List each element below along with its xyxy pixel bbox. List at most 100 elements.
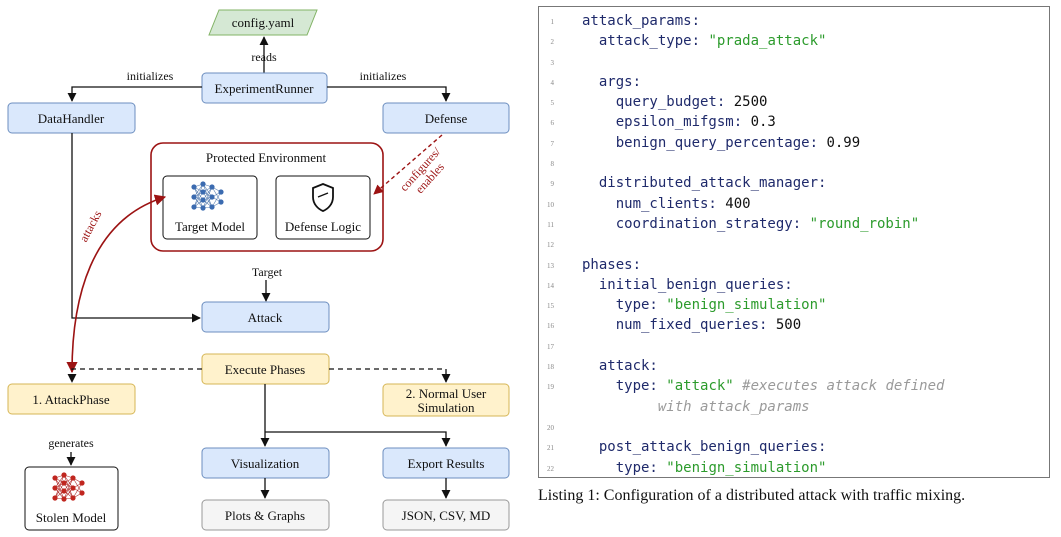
code-token: benign_query_percentage: (582, 134, 827, 151)
line-number: 14 (547, 281, 554, 290)
code-text: phases: (547, 255, 641, 275)
execute-phases-label: Execute Phases (225, 362, 306, 377)
export-results-node: Export Results (382, 447, 510, 479)
visualization-label: Visualization (231, 456, 300, 471)
target-model-node: Target Model (162, 175, 258, 240)
line-number: 12 (547, 241, 554, 250)
code-line: 8 (547, 153, 1043, 173)
code-line: 7 benign_query_percentage: 0.99 (547, 133, 1043, 153)
config-file-node: config.yaml (208, 9, 318, 36)
phases-to-export-arrow (265, 431, 451, 447)
normal-user-label-line1: 2. Normal User (406, 386, 487, 401)
config-file-label: config.yaml (232, 15, 295, 30)
code-token: type: (582, 459, 667, 476)
code-token: "round_robin" (809, 215, 920, 232)
code-token: coordination_strategy: (582, 215, 810, 232)
phase2-dashed-arrow (329, 368, 451, 383)
export-formats-node: JSON, CSV, MD (382, 499, 510, 531)
code-token: attack: (582, 358, 658, 375)
attack-phase-node: 1. AttackPhase (7, 383, 136, 415)
code-token: attack_type: (582, 33, 709, 50)
code-line: 5 query_budget: 2500 (547, 92, 1043, 112)
neural-network-icon (191, 181, 224, 211)
protected-environment-title: Protected Environment (206, 150, 327, 165)
line-number: 21 (547, 444, 554, 453)
line-number: 8 (550, 160, 555, 169)
code-text: coordination_strategy: "round_robin" (547, 214, 919, 234)
line-number: 17 (547, 342, 554, 351)
code-token: num_clients: (582, 195, 726, 212)
line-number: 6 (550, 119, 555, 128)
initializes-right-label: initializes (360, 69, 407, 83)
code-token: type: (582, 297, 667, 314)
experiment-runner-node: ExperimentRunner (201, 72, 328, 104)
code-line: 21 post_attack_benign_queries: (547, 437, 1043, 457)
line-number: 20 (547, 423, 554, 432)
line-number: 16 (547, 322, 554, 331)
code-token: phases: (582, 256, 642, 273)
code-token: "prada_attack" (708, 33, 827, 50)
normal-user-simulation-node: 2. Normal User Simulation (382, 383, 510, 417)
code-line: 22 type: "benign_simulation" (547, 458, 1043, 478)
line-number: 7 (550, 139, 555, 148)
attack-label: Attack (248, 310, 283, 325)
target-label: Target (252, 265, 283, 279)
code-text: distributed_attack_manager: (547, 173, 827, 193)
stolen-model-node: Stolen Model (24, 466, 119, 531)
code-text: attack_params: (547, 11, 700, 31)
code-text: type: "attack" #executes attack defined (547, 376, 945, 396)
data-handler-node: DataHandler (7, 102, 136, 134)
code-text: attack: (547, 356, 658, 376)
export-results-label: Export Results (408, 456, 485, 471)
code-line: with attack_params (547, 397, 1043, 417)
attacks-curve-arrow (66, 194, 167, 374)
code-text: num_clients: 400 (547, 194, 751, 214)
code-line: 12 (547, 234, 1043, 254)
code-token: type: (582, 378, 667, 395)
code-token: 2500 (733, 94, 768, 111)
code-text: with attack_params (547, 397, 810, 417)
code-text: type: "benign_simulation" (547, 295, 827, 315)
code-token: num_fixed_queries: (582, 317, 776, 334)
attack-node: Attack (201, 301, 330, 333)
code-line: 6 epsilon_mifgsm: 0.3 (547, 112, 1043, 132)
code-token: with attack_params (582, 398, 810, 415)
code-line: 9 distributed_attack_manager: (547, 173, 1043, 193)
listing-caption: Listing 1: Configuration of a distribute… (538, 487, 966, 504)
code-line: 4 args: (547, 72, 1043, 92)
plots-graphs-label: Plots & Graphs (225, 508, 305, 523)
line-number: 5 (550, 99, 555, 108)
code-line: 18 attack: (547, 356, 1043, 376)
code-line: 17 (547, 336, 1043, 356)
generates-label: generates (48, 436, 94, 450)
code-token: 0.3 (750, 114, 776, 131)
code-token: "benign_simulation" (666, 459, 827, 476)
code-text: initial_benign_queries: (547, 275, 793, 295)
line-number: 4 (550, 78, 555, 87)
visualization-node: Visualization (201, 447, 330, 479)
reads-label: reads (251, 50, 277, 64)
defense-logic-label: Defense Logic (285, 219, 361, 234)
code-text: post_attack_benign_queries: (547, 437, 827, 457)
code-text: args: (547, 72, 641, 92)
code-token: query_budget: (582, 94, 734, 111)
defense-label: Defense (425, 111, 468, 126)
code-text: benign_query_percentage: 0.99 (547, 133, 860, 153)
attacks-label: attacks (76, 208, 104, 244)
code-line: 11 coordination_strategy: "round_robin" (547, 214, 1043, 234)
code-line: 20 (547, 417, 1043, 437)
experiment-runner-label: ExperimentRunner (215, 81, 315, 96)
stolen-network-icon (52, 472, 85, 502)
initializes-right-arrow (327, 86, 451, 102)
line-number: 11 (547, 220, 554, 229)
code-text: num_fixed_queries: 500 (547, 315, 801, 335)
defense-logic-node: Defense Logic (275, 175, 371, 240)
line-number: 15 (547, 302, 554, 311)
line-number: 18 (547, 363, 554, 372)
code-text: attack_type: "prada_attack" (547, 31, 827, 51)
data-handler-label: DataHandler (38, 111, 105, 126)
architecture-diagram: config.yaml reads ExperimentRunner initi… (7, 9, 510, 531)
